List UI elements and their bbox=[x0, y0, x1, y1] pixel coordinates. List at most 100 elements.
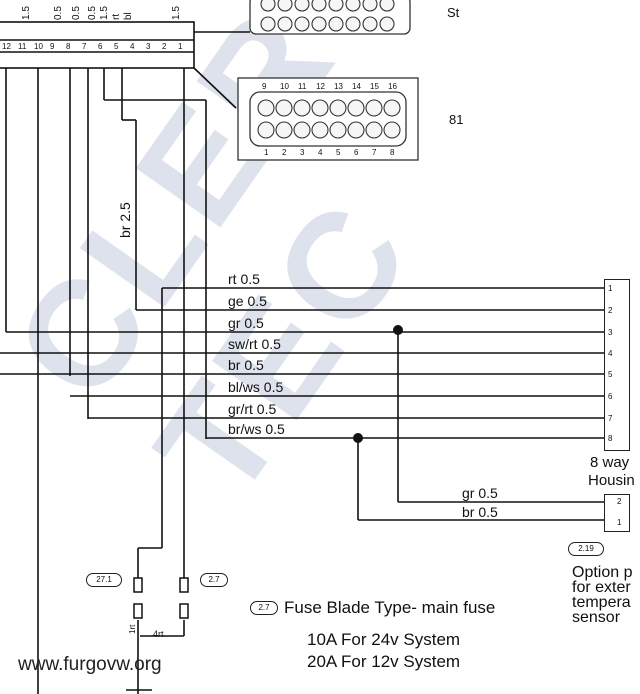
connector-81-pin-number: 11 bbox=[298, 82, 307, 91]
fuse-note-line2: 20A For 12v System bbox=[307, 652, 461, 671]
top-connector-pin-number: 2 bbox=[162, 42, 167, 51]
fuse-small-label-2: 4rt bbox=[153, 629, 164, 639]
connector-st-label: St bbox=[447, 5, 460, 20]
connector-81-pin bbox=[347, 121, 365, 139]
top-connector-color-label: bl bbox=[123, 12, 134, 20]
top-connector-wire-size: 0.5 bbox=[53, 6, 64, 20]
connector-81-label: 81 bbox=[449, 112, 464, 127]
top-connector-pin-number: 6 bbox=[98, 42, 103, 51]
connector-81-pin bbox=[275, 121, 293, 139]
connector-81-pin bbox=[257, 121, 275, 139]
connector-81-pin bbox=[275, 99, 293, 117]
wire-label: bl/ws 0.5 bbox=[228, 379, 284, 395]
wire-label: br 0.5 bbox=[228, 357, 264, 373]
connector-st-pin bbox=[345, 0, 361, 12]
connector-81-pin-number: 16 bbox=[388, 82, 397, 91]
top-connector-color-label: rt bbox=[111, 13, 122, 20]
connector-81-pin-number: 5 bbox=[336, 148, 341, 157]
connector-81-pin-number: 7 bbox=[372, 148, 377, 157]
connector-st-pin bbox=[294, 16, 310, 32]
connector-81-pin bbox=[257, 99, 275, 117]
housing-8way-pin: 1 bbox=[608, 284, 613, 293]
fuse-small-label-1: 1rt bbox=[128, 624, 137, 634]
top-connector-pin-number: 9 bbox=[50, 42, 55, 51]
connector-st-pin bbox=[260, 0, 276, 12]
connector-81-pin bbox=[293, 121, 311, 139]
wire-label: rt 0.5 bbox=[228, 271, 260, 287]
fuse-note-title: Fuse Blade Type- main fuse bbox=[284, 598, 496, 617]
connector-81-pin bbox=[311, 99, 329, 117]
housing-8way bbox=[604, 279, 630, 451]
option-text-line: Option p bbox=[572, 564, 633, 581]
connector-81-pin-number: 1 bbox=[264, 148, 269, 157]
housing-8way-pin: 5 bbox=[608, 370, 613, 379]
top-connector-pin-number: 12 bbox=[2, 42, 11, 51]
connector-81-pin-number: 12 bbox=[316, 82, 325, 91]
website-watermark: www.furgovw.org bbox=[18, 654, 162, 675]
connector-st-pin bbox=[328, 16, 344, 32]
top-connector-pin-number: 4 bbox=[130, 42, 135, 51]
wire-label: sw/rt 0.5 bbox=[228, 336, 281, 352]
top-connector-pin-number: 8 bbox=[66, 42, 71, 51]
connector-st-pin bbox=[345, 16, 361, 32]
housing-8way-pin: 2 bbox=[608, 306, 613, 315]
connector-81-pin bbox=[383, 99, 401, 117]
wire-label-br-2way: br 0.5 bbox=[462, 504, 498, 520]
connector-81-pin-number: 2 bbox=[282, 148, 287, 157]
wire-label: gr/rt 0.5 bbox=[228, 401, 277, 417]
connector-st-pin bbox=[311, 16, 327, 32]
top-connector-wire-size: 1.5 bbox=[21, 6, 32, 20]
housing-8way-label-line1: 8 way bbox=[590, 454, 630, 471]
wire-label-gr-2way: gr 0.5 bbox=[462, 485, 498, 501]
housing-8way-pin: 4 bbox=[608, 349, 613, 358]
top-connector-pin-number: 7 bbox=[82, 42, 87, 51]
connector-st-pin bbox=[277, 16, 293, 32]
connector-st-pin bbox=[362, 0, 378, 12]
connector-81-pin bbox=[311, 121, 329, 139]
housing-2way bbox=[604, 494, 630, 532]
connector-81-pin-number: 9 bbox=[262, 82, 267, 91]
housing-2way-pin: 1 bbox=[617, 518, 622, 527]
connector-st-pin bbox=[379, 16, 395, 32]
option-text-line: tempera bbox=[572, 594, 631, 611]
top-connector-wire-size: 0.5 bbox=[71, 6, 82, 20]
housing-8way-pin: 7 bbox=[608, 414, 613, 423]
connector-st-pin bbox=[260, 16, 276, 32]
connector-81-pin bbox=[293, 99, 311, 117]
top-connector-pin-number: 1 bbox=[178, 42, 183, 51]
wire-label: ge 0.5 bbox=[228, 293, 267, 309]
connector-st-pin bbox=[294, 0, 310, 12]
fuse-right-ref-circle: 2.7 bbox=[200, 573, 228, 587]
junction-dot-br bbox=[353, 433, 363, 443]
connector-81-pin-number: 15 bbox=[370, 82, 379, 91]
connector-81-pin-number: 10 bbox=[280, 82, 289, 91]
fuse-right-top bbox=[179, 577, 189, 593]
top-connector-pin-number: 10 bbox=[34, 42, 43, 51]
connector-81-pin bbox=[365, 99, 383, 117]
fuse-left-bottom bbox=[133, 603, 143, 619]
top-connector-pin-number: 5 bbox=[114, 42, 119, 51]
option-text-line: for exter bbox=[572, 579, 631, 596]
connector-st-pin bbox=[311, 0, 327, 12]
housing-8way-label-line2: Housin bbox=[588, 472, 635, 489]
connector-st-pin bbox=[379, 0, 395, 12]
connector-81-pin-number: 13 bbox=[334, 82, 343, 91]
housing-8way-pin: 3 bbox=[608, 328, 613, 337]
fuse-left-top bbox=[133, 577, 143, 593]
connector-81-pin-number: 4 bbox=[318, 148, 323, 157]
connector-81-pin bbox=[365, 121, 383, 139]
top-connector-pin-number: 3 bbox=[146, 42, 151, 51]
top-connector-pin-number: 11 bbox=[18, 42, 27, 51]
connector-81-pin-number: 14 bbox=[352, 82, 361, 91]
top-connector-wire-size: 1.5 bbox=[171, 6, 182, 20]
top-connector-wire-size: 1.5 bbox=[99, 6, 110, 20]
option-ref-circle: 2.19 bbox=[568, 542, 604, 556]
housing-2way-pin: 2 bbox=[617, 497, 622, 506]
connector-81-pin-number: 6 bbox=[354, 148, 359, 157]
fuse-right-bottom bbox=[179, 603, 189, 619]
connector-81-pin-number: 8 bbox=[390, 148, 395, 157]
fuse-left-ref-circle: 27.1 bbox=[86, 573, 122, 587]
connector-st-pin bbox=[362, 16, 378, 32]
housing-8way-pin: 6 bbox=[608, 392, 613, 401]
